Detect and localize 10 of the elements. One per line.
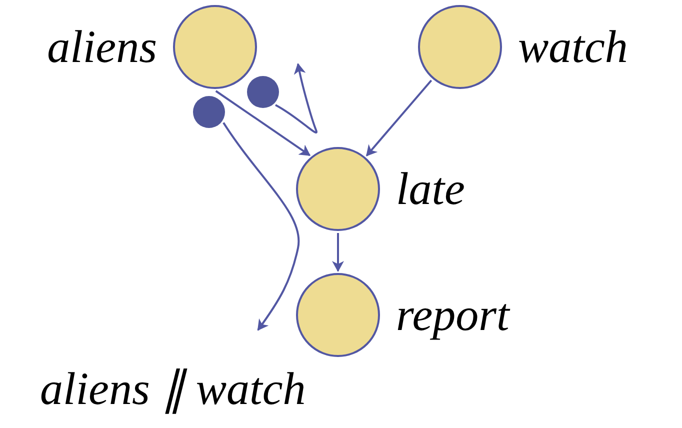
node-label: report <box>396 292 510 338</box>
arrow <box>215 90 311 156</box>
node-label: aliens <box>47 24 157 70</box>
independence-label: aliens ∥ watch <box>40 366 306 412</box>
arrow <box>332 233 344 272</box>
node-label: late <box>396 166 465 212</box>
arrow <box>366 80 432 156</box>
node-label: watch <box>518 24 628 70</box>
arrow <box>222 122 300 331</box>
arrow <box>275 63 318 134</box>
